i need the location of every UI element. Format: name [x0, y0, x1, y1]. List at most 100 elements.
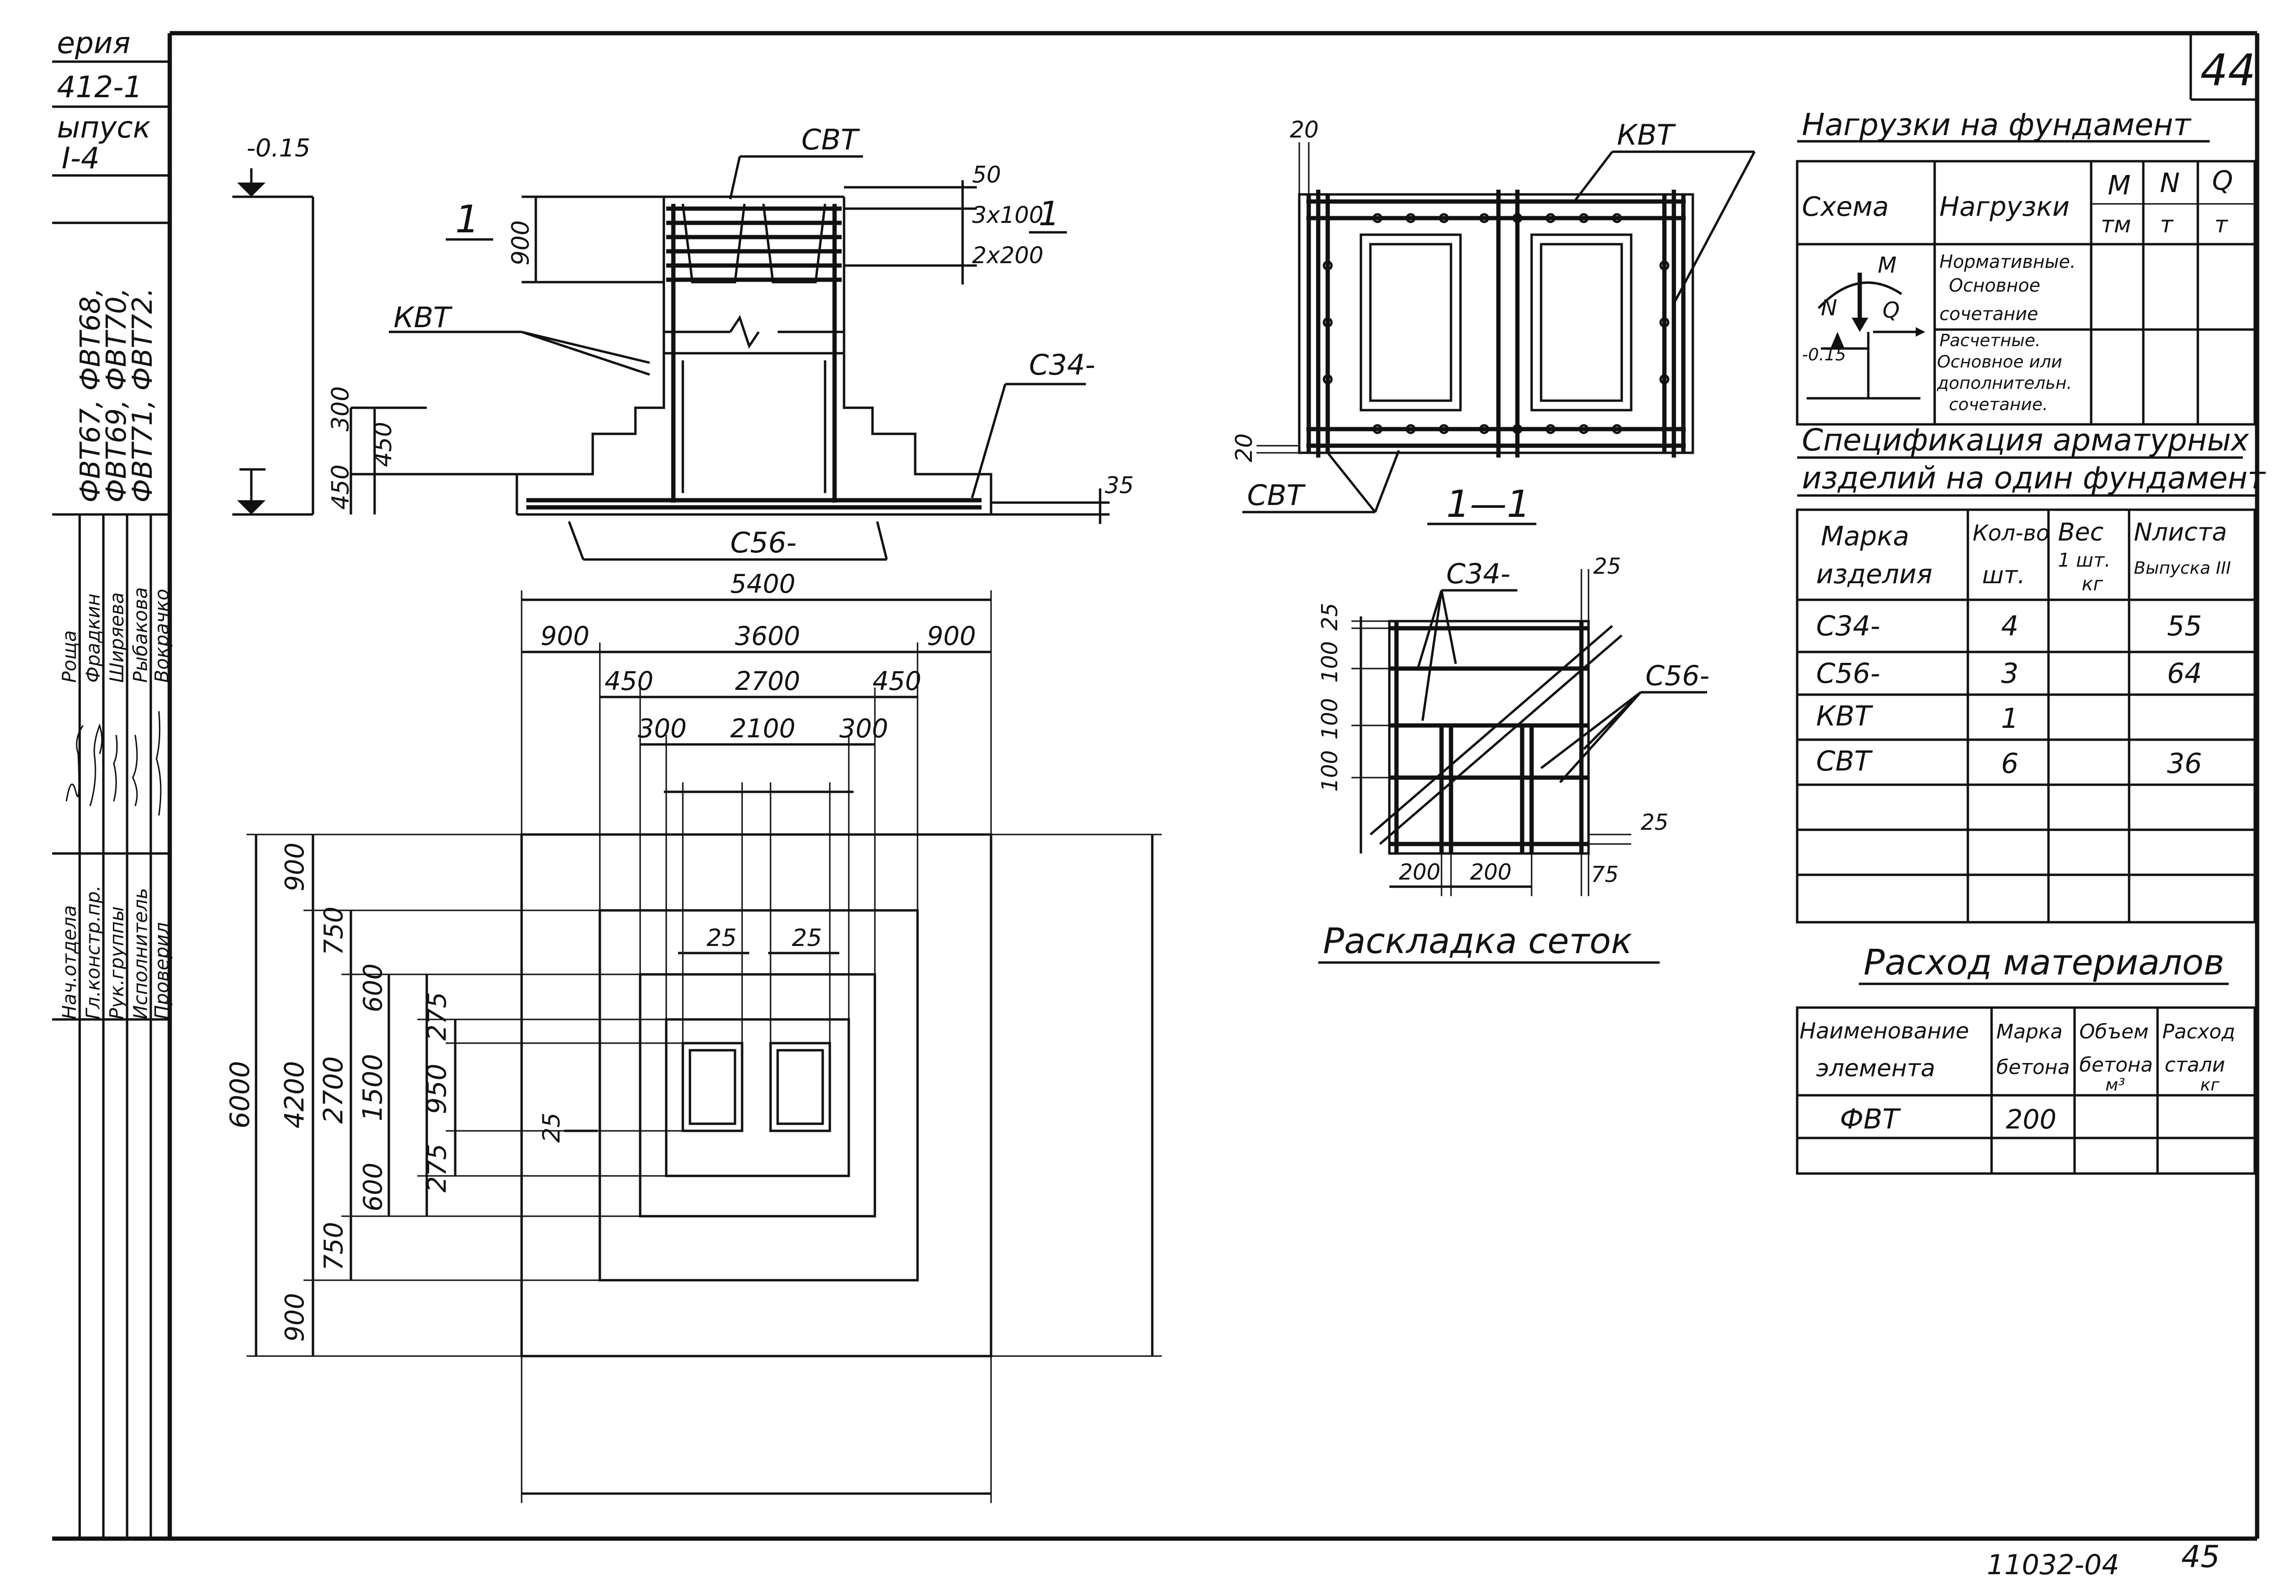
plan-dim-600t: 600: [358, 963, 388, 1012]
elev-label-kbt: КВТ: [394, 301, 453, 334]
mesh-dim-100a: 100: [1317, 641, 1342, 683]
materials-header-c4c: кг: [2200, 1075, 2220, 1095]
spec-header-c3a: Вес: [2058, 518, 2103, 547]
materials-title: Расход материалов: [1864, 942, 2224, 983]
plan-dim-750b: 750: [319, 1222, 349, 1271]
loads-row1-line1: Нормативные.: [1939, 251, 2076, 272]
top-plan-dim-20b: 20: [1231, 433, 1258, 462]
role-2: Рук.группы: [106, 906, 128, 1019]
spec-table: [1796, 456, 2257, 924]
mesh-vertical-dims: 25 100 100 100: [1317, 603, 1342, 792]
marks-line-1: ФВТ67, ФВТ68,: [74, 288, 106, 503]
role-3: Исполнитель: [130, 888, 152, 1019]
footer-page: 45: [2181, 1540, 2220, 1575]
spec-header-c2b: шт.: [1982, 561, 2025, 589]
plan-dim-2100: 2100: [730, 714, 795, 743]
mesh-dim-200b: 200: [1470, 859, 1512, 885]
materials-header-c3c: м³: [2105, 1075, 2125, 1095]
loads-row1-line3: сочетание: [1939, 303, 2038, 324]
loads-header-m: М: [2108, 170, 2131, 201]
elev-dim-2x200: 2х200: [972, 242, 1044, 269]
elevation-view: [232, 155, 1110, 561]
loads-table: [1796, 140, 2256, 426]
elev-label-c56: С56-: [730, 526, 797, 560]
spec-row2-qty: 1: [2001, 702, 2019, 734]
loads-row1-line2: Основное: [1949, 275, 2040, 296]
materials-table: [1796, 982, 2256, 1175]
top-plan-view: [1242, 142, 1756, 525]
mesh-dim-25-left: 25: [1317, 603, 1342, 631]
spec-row1-sheet: 64: [2167, 657, 2202, 689]
issue-number: I-4: [62, 141, 100, 175]
scheme-label-m: M: [1878, 252, 1897, 278]
materials-header-c4a: Расход: [2162, 1020, 2235, 1043]
mesh-dim-200a: 200: [1399, 859, 1441, 885]
elev-label-cbt: СВТ: [801, 123, 860, 156]
loads-row2-line3: дополнительн.: [1937, 374, 2072, 393]
top-plan-label-kbt: КВТ: [1617, 119, 1676, 152]
loads-header-loads: Нагрузки: [1939, 192, 2070, 222]
name-2: Ширяева: [106, 592, 128, 683]
plan-dim-275b: 275: [422, 1144, 452, 1192]
materials-header-c2b: бетона: [1996, 1055, 2070, 1079]
mesh-dim-25-right: 25: [1641, 809, 1669, 835]
plan-dim-900l: 900: [541, 621, 589, 651]
plan-dim-5400: 5400: [730, 569, 795, 599]
plan-dim-3600: 3600: [735, 621, 800, 651]
marks-line-3: ФВТ71, ФВТ72.: [126, 288, 158, 503]
elev-level-top: -0.15: [247, 134, 311, 163]
spec-header-c4a: Nлиста: [2134, 518, 2227, 547]
marks-line-2: ФВТ69, ФВТ70,: [100, 288, 132, 503]
plan-dim-900b: 900: [280, 1293, 310, 1342]
loads-unit-q: т: [2214, 211, 2229, 238]
mesh-dim-25-top: 25: [1593, 553, 1621, 579]
mesh-dim-75: 75: [1591, 862, 1619, 887]
plan-dim-600b: 600: [358, 1163, 388, 1211]
spec-header-c1a: Марка: [1821, 521, 1909, 552]
materials-header-c3a: Объем: [2079, 1020, 2149, 1043]
loads-header-n: N: [2160, 168, 2180, 199]
plan-dim-450l: 450: [605, 666, 653, 696]
series-number: 412-1: [57, 70, 142, 104]
plan-dim-750t: 750: [319, 907, 349, 955]
top-plan-dim-20a: 20: [1290, 117, 1319, 143]
mesh-dim-100b: 100: [1317, 698, 1342, 740]
scheme-label-q: Q: [1883, 297, 1900, 323]
plan-dim-450r: 450: [872, 666, 921, 696]
mesh-label-c56: С56-: [1645, 660, 1709, 692]
role-4: Проверил: [151, 922, 173, 1019]
role-1: Гл.констр.пр.: [83, 885, 104, 1019]
materials-row0-grade: 200: [2006, 1104, 2057, 1135]
elev-section-mark-right: 1: [1038, 194, 1060, 233]
spec-row0-sheet: 55: [2167, 610, 2202, 642]
name-3: Рыбакова: [130, 587, 152, 683]
top-plan-vertical-dim: 20: [1231, 433, 1258, 462]
loads-row2-line4: сочетание.: [1949, 395, 2048, 414]
title-block: [52, 60, 170, 1539]
materials-header-c1b: элемента: [1816, 1055, 1935, 1082]
footer-code: 11032-04: [1987, 1549, 2119, 1581]
materials-header-c1a: Наименование: [1800, 1018, 1969, 1044]
loads-row2-line1: Расчетные.: [1939, 331, 2041, 350]
plan-dim-25b: 25: [792, 924, 822, 952]
plan-dim-900r: 900: [927, 621, 976, 651]
sheet-number: 44: [2200, 45, 2256, 96]
name-1: Фрадкин: [83, 594, 104, 683]
plan-view: [247, 590, 1162, 1503]
plan-dim-6000: 6000: [225, 1061, 256, 1128]
name-0: Роща: [59, 630, 81, 683]
spec-header-c3c: кг: [2082, 573, 2103, 595]
plan-dim-1500: 1500: [358, 1054, 388, 1121]
materials-header-c4b: стали: [2165, 1053, 2225, 1076]
loads-header-scheme: Схема: [1802, 192, 1889, 222]
spec-header-c2a: Кол-во: [1973, 520, 2049, 546]
elev-dim-900: 900: [507, 220, 534, 266]
spec-row1-qty: 3: [2001, 657, 2019, 689]
mesh-caption: Раскладка сеток: [1323, 921, 1632, 962]
elev-label-c34: С34-: [1029, 349, 1095, 382]
elev-dim-450a: 450: [369, 422, 397, 467]
elev-vertical-dims: 900 300 450 450: [327, 220, 534, 510]
mesh-dim-100c: 100: [1317, 750, 1342, 792]
plan-dim-4200: 4200: [279, 1061, 310, 1128]
